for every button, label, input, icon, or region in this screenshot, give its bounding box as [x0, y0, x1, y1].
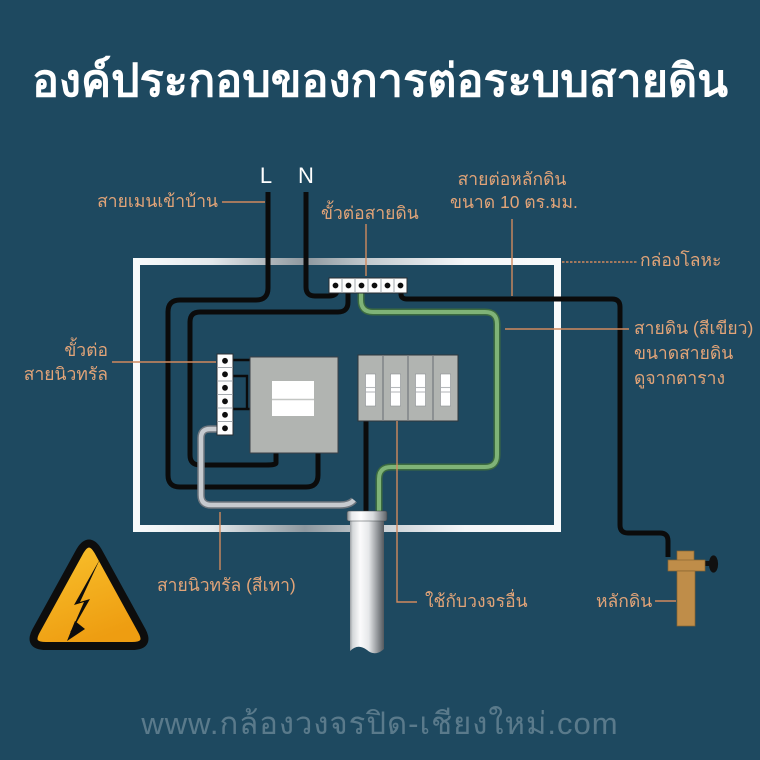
conduit-pipe	[346, 510, 388, 654]
label-neutral-wire-gray: สายนิวทรัล (สีเทา)	[157, 575, 296, 595]
high-voltage-warning-icon	[29, 539, 149, 650]
label-other-circuits: ใช้กับวงจรอื่น	[425, 591, 528, 611]
page-title: องค์ประกอบของการต่อระบบสายดิน	[31, 55, 729, 106]
breaker-switches	[365, 373, 451, 407]
branch-breakers	[357, 354, 459, 422]
neutral-wire-label: N	[298, 163, 314, 188]
wire-line-L	[165, 192, 321, 490]
wire-ground-green	[357, 291, 501, 517]
label-neutral-terminal: ขั้วต่อ สายนิวทรัล	[23, 340, 108, 384]
label-electrode-conductor: สายต่อหลักดิน ขนาด 10 ตร.มม.	[450, 169, 578, 212]
wire-terminal-loop	[187, 291, 351, 468]
metal-box-outline	[133, 258, 561, 532]
wire-neutral-gray	[197, 425, 357, 509]
ground-terminal-block	[328, 277, 408, 294]
label-ground-terminal: ขั้วต่อสายดิน	[321, 203, 419, 223]
neutral-bar-stub-wires	[233, 358, 250, 411]
wire-ground-electrode-conductor	[398, 291, 671, 557]
label-main-cable-in: สายเมนเข้าบ้าน	[97, 191, 218, 211]
watermark: www.กล้องวงจรปิด-เชียงใหม่.com	[141, 706, 619, 741]
ground-rod	[667, 550, 719, 627]
label-ground-rod: หลักดิน	[596, 591, 653, 611]
rod-knob	[708, 555, 719, 573]
label-ground-wire: สายดิน (สีเขียว) ขนาดสายดิน ดูจากตาราง	[634, 318, 754, 388]
label-leader-lines	[112, 201, 676, 603]
label-metal-box: กล่องโลหะ	[640, 250, 722, 270]
phase-wire-label: L	[259, 163, 273, 188]
neutral-terminal-block	[216, 353, 234, 436]
main-breaker	[249, 356, 339, 454]
leader-other-circuits	[396, 421, 417, 603]
